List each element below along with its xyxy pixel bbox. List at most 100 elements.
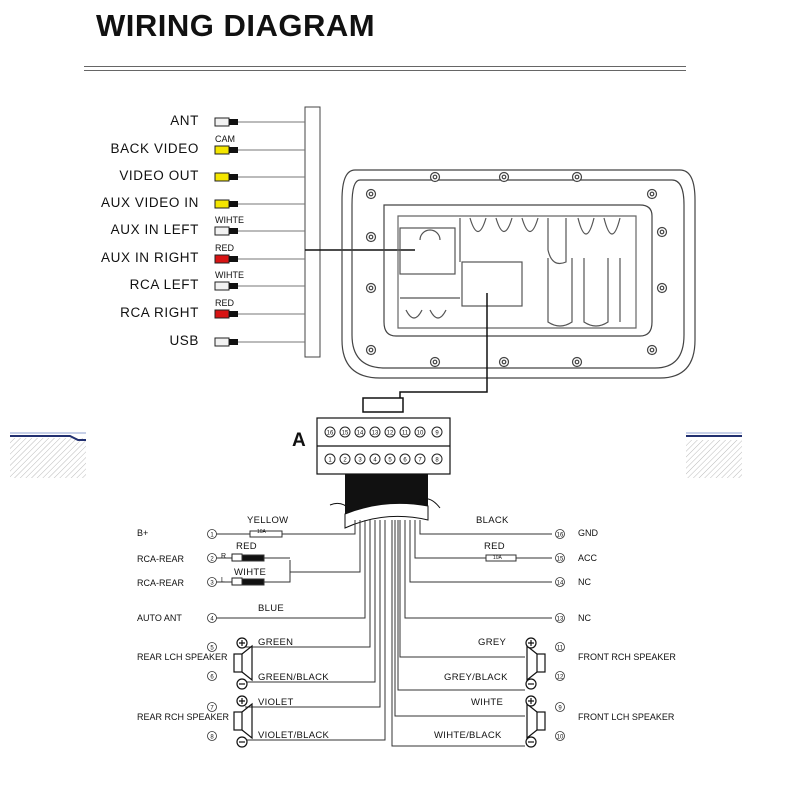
pin-bottom-label-8: 8 — [435, 458, 439, 464]
wire-label-green-black: GREEN/BLACK — [258, 672, 329, 683]
wire-pin-6 — [245, 520, 376, 683]
plug-body-6 — [214, 281, 230, 291]
end-pin-left-label-5: 5 — [210, 646, 214, 652]
speaker-label-front-right: FRONT RCH SPEAKER — [578, 652, 676, 662]
input-label-0: ANT — [170, 113, 199, 128]
end-pin-right-label-10: 10 — [557, 735, 564, 741]
screw-core-7 — [368, 285, 374, 291]
end-pin-left-3 — [207, 577, 217, 587]
wire-label-wihte-right: WIHTE — [471, 697, 504, 708]
wire-pin-9 — [394, 520, 525, 717]
plug-body-0 — [214, 117, 230, 127]
end-pin-left-4 — [207, 613, 217, 623]
plug-body-4 — [214, 226, 230, 236]
plug-grip-7 — [229, 311, 238, 317]
end-pin-left-label-2: 2 — [210, 557, 214, 563]
wire-pin-8 — [245, 520, 386, 741]
wire-pin-10 — [391, 520, 525, 747]
screw-core-10 — [432, 359, 438, 365]
screw-core-8 — [659, 285, 665, 291]
end-pin-left-label-4: 4 — [210, 617, 214, 623]
wire-label-green: GREEN — [258, 637, 294, 648]
input-label-7: RCA RIGHT — [120, 305, 199, 320]
wire-label-violet-black: VIOLET/BLACK — [258, 730, 330, 741]
fuse-yellow — [249, 530, 283, 538]
rca-marker-r: R — [221, 553, 227, 560]
screw-6 — [656, 226, 668, 238]
right-decor-strip — [686, 432, 742, 478]
end-pin-left-2 — [207, 553, 217, 563]
screw-core-5 — [368, 234, 374, 240]
screw-core-4 — [649, 191, 655, 197]
input-label-8: USB — [169, 333, 199, 348]
pin-bottom-8 — [431, 453, 443, 465]
wire-pin-2-3 — [290, 520, 361, 573]
page-title: WIRING DIAGRAM — [96, 8, 376, 43]
plug-body-2 — [214, 172, 230, 182]
wire-pin-7 — [245, 520, 381, 708]
end-pin-left-label-3: 3 — [210, 581, 214, 587]
func-label-nc-13: NC — [578, 613, 591, 623]
pin-top-label-15: 15 — [342, 431, 349, 437]
end-pin-right-label-9: 9 — [558, 706, 562, 712]
pin-top-15 — [339, 426, 351, 438]
screw-1 — [429, 171, 441, 183]
pin-bottom-2 — [339, 453, 351, 465]
speaker-rear-right-cone — [241, 702, 253, 740]
pin-top-16 — [324, 426, 336, 438]
pin-bottom-4 — [369, 453, 381, 465]
func-label-gnd: GND — [578, 528, 598, 538]
wire-label-red-left: RED — [236, 541, 257, 552]
connector-a — [316, 417, 451, 475]
screw-13 — [646, 344, 658, 356]
func-label-rca-rear-l: RCA-REAR — [137, 578, 185, 588]
screw-4 — [646, 188, 658, 200]
plug-grip-5 — [229, 256, 238, 262]
rca-marker-l: L — [221, 577, 225, 584]
pin-bottom-1 — [324, 453, 336, 465]
end-pin-right-label-12: 12 — [557, 675, 564, 681]
screw-core-13 — [649, 347, 655, 353]
end-pin-right-15 — [555, 553, 565, 563]
screw-7 — [365, 282, 377, 294]
screw-10 — [429, 356, 441, 368]
screw-core-12 — [574, 359, 580, 365]
pin-top-label-14: 14 — [357, 431, 364, 437]
rca-plug-r-body — [241, 554, 265, 562]
harness-lead — [362, 293, 488, 413]
speaker-front-right-magnet — [536, 653, 546, 673]
speaker-rear-left-magnet — [233, 653, 243, 673]
end-pin-right-12 — [555, 671, 565, 681]
input-label-5: AUX IN RIGHT — [101, 250, 199, 265]
end-pin-right-11 — [555, 642, 565, 652]
screw-9 — [365, 344, 377, 356]
end-pin-right-9 — [555, 702, 565, 712]
plug-body-3 — [214, 199, 230, 209]
speaker-front-left-cone — [526, 702, 538, 740]
title-rule-top — [84, 66, 686, 67]
input-label-3: AUX VIDEO IN — [101, 195, 199, 210]
screw-core-11 — [501, 359, 507, 365]
pin-bottom-7 — [414, 453, 426, 465]
plug-body-7 — [214, 309, 230, 319]
screw-5 — [365, 231, 377, 243]
end-pin-right-16 — [555, 529, 565, 539]
end-pin-left-5 — [207, 642, 217, 652]
input-bundle — [304, 106, 415, 358]
end-pin-right-13 — [555, 613, 565, 623]
pin-bottom-5 — [384, 453, 396, 465]
input-tag-1: CAM — [215, 134, 235, 144]
pin-top-9 — [431, 426, 443, 438]
plug-body-8 — [214, 337, 230, 347]
end-pin-left-1 — [207, 529, 217, 539]
speaker-rear-right-magnet — [233, 711, 243, 731]
input-label-6: RCA LEFT — [129, 277, 199, 292]
wire-label-blue: BLUE — [258, 603, 285, 614]
end-pin-right-14 — [555, 577, 565, 587]
func-label-rca-rear-r: RCA-REAR — [137, 554, 185, 564]
input-label-2: VIDEO OUT — [119, 168, 199, 183]
input-label-1: BACK VIDEO — [110, 141, 199, 156]
pin-top-14 — [354, 426, 366, 438]
wire-pin-12 — [397, 520, 525, 691]
